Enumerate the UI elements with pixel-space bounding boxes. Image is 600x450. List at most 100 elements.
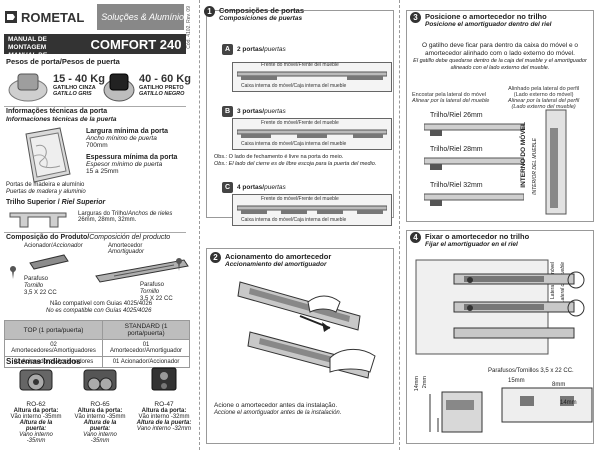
step1-title: Composições de portas: [219, 6, 305, 15]
rail-26: Trilho/Riel 26mm: [430, 112, 483, 119]
weight-card-grey: 15 - 40 Kg GATILHO CINZA GATILLO GRIS: [6, 66, 105, 104]
system-height-value: Vão interno -35mm: [74, 414, 126, 420]
composition-b-diagram: Frente do móvel/Frente del mueble Caixa …: [232, 118, 392, 150]
inside-label: Caixa interna do móvel/Caja interna del …: [241, 83, 347, 89]
damper-label: Amortecedor Amortiguador: [108, 243, 144, 255]
rail-c-icon: [237, 205, 387, 214]
material-text: Portas de madeira e alumínio: [6, 182, 85, 188]
inside-label: Caixa interna do móvel/Caja interna del …: [241, 217, 347, 223]
system-height-label: Altura da porta:: [77, 408, 123, 414]
interior-label-es-text: INTERIOR DEL MUEBLE: [532, 138, 538, 195]
step2-note-es: Accione el amortiguador antes de la inst…: [214, 410, 342, 416]
front-label: Frente do móvel/Frente del mueble: [261, 120, 339, 126]
fixing-illustration: [415, 259, 585, 355]
system-height-value-es: Vano interno -32mm: [136, 426, 192, 432]
screw1-label-pt: Parafuso: [24, 276, 49, 282]
rail-28: Trilho/Riel 28mm: [430, 146, 483, 153]
rail-widths-label: Larguras do Trilho/: [78, 211, 129, 217]
actuator-label-es: Accionador: [52, 243, 83, 249]
systems-title: Sistemas Indicados: [6, 357, 81, 366]
system-height-value-es: Vano interno -35mm: [19, 432, 53, 444]
left-align-label-es: Alinear por la lateral del mueble: [412, 98, 490, 104]
composition-b-text-es: puertas: [264, 108, 286, 115]
step4-title: Fixar o amortecedor no trilho: [425, 232, 530, 241]
system-height-value: Vão interno -35mm: [10, 414, 62, 420]
manual-title: MANUAL DE MONTAGEM MANUAL DE INSTALACIÓN: [4, 34, 86, 67]
right-align-label-pt: Alinhado pela lateral do perfil: [508, 86, 580, 92]
actuator-label-pt: Acionador/: [24, 243, 53, 249]
obs-note-es: Obs.: El lado del cierre es de libre esc…: [214, 161, 377, 167]
screw2-label-pt: Parafuso: [140, 282, 165, 288]
table-header-row: TOP (1 porta/puerta) STANDARD (1 porta/p…: [3, 320, 190, 340]
weight-card-black: 40 - 60 Kg GATILHO PRETO GATILLO NEGRO: [102, 66, 191, 104]
weight-label-black: GATILHO PRETO: [139, 85, 184, 91]
tech-title-es: Informaciones técnicas de la puerta: [6, 116, 117, 123]
roller-ro65-icon: [83, 369, 117, 391]
rail-widths: Larguras do Trilho/Anchos de rieles 26mm…: [78, 211, 190, 223]
screw2-label-es: Tornillo: [140, 289, 160, 295]
step2-header: 2 Acionamento do amortecedor Accionamien…: [210, 252, 331, 268]
front-label: Frente do móvel/Frente del mueble: [261, 62, 339, 68]
rail-a-icon: [237, 71, 387, 80]
column-left: ROMETAL Soluções & Alumínio Cód. 4102. R…: [0, 0, 200, 450]
rail-profile-icon: [9, 212, 67, 228]
interior-label-pt: INTERNO DO MÓVEL: [520, 122, 527, 188]
step-number: 3: [410, 12, 421, 23]
right-align-label-es: Alinear por la lateral del perfil: [508, 98, 580, 104]
rometal-logo-icon: [5, 11, 17, 23]
obs-note: Obs.: O lado de fechamento é livre na po…: [214, 154, 344, 160]
right-align-label: Alinhado pela lateral do perfil (Lado ex…: [508, 86, 579, 110]
step3-frame: [406, 10, 594, 222]
divider: [4, 106, 186, 107]
material-text-es: Puertas de madera y aluminio: [6, 189, 86, 195]
composition-c-diagram: Frente do móvel/Frente del mueble Caixa …: [232, 194, 392, 226]
step3-title-es: Posicione el amortiguador dentro del rie…: [425, 21, 552, 28]
step1-header: 1 Composições de portas Composiciones de…: [204, 6, 304, 22]
product-name: COMFORT 240: [90, 36, 182, 52]
screw-icon: [176, 258, 182, 271]
thickness-value: 15 a 25mm: [86, 168, 119, 175]
column-middle: 1 Composições de portas Composiciones de…: [200, 0, 400, 450]
system-height-label-es: Altura de la puerta:: [136, 420, 192, 426]
step2-note: Acione o amortecedor antes da instalação…: [214, 402, 338, 409]
min-width-label-es: Ancho mínimo de puerta: [86, 135, 157, 142]
dim-2mm: 2mm: [422, 376, 430, 396]
composition-title-pt: Composição do Produto/: [6, 234, 90, 241]
grey-trigger-icon: [8, 73, 48, 102]
step-number: 1: [204, 6, 215, 17]
letter-c: C: [222, 182, 233, 193]
door-illustration-icon: [25, 127, 71, 183]
screws-label: Parafusos/Tornillos 3,5 x 22 CC.: [488, 368, 574, 374]
brand-header: ROMETAL Soluções & Alumínio: [4, 4, 184, 30]
screw2-label: Parafuso Tornillo 3,5 X 22 CC: [140, 282, 173, 303]
compat-note-es: No es compatible con Guías 4025/4026: [46, 308, 152, 314]
table-cell: 02 Acionadores/Accionadores: [3, 356, 104, 368]
rail-title-pt: Trilho Superior: [6, 199, 56, 206]
system-code: RO-62: [26, 401, 46, 408]
dim-14mm-right: 14mm: [560, 400, 577, 406]
doc-code: Cód. 4102. Rev. 09: [186, 6, 192, 49]
column-divider: [199, 0, 200, 450]
table-header-standard: STANDARD (1 porta/puerta): [102, 320, 190, 340]
min-width-block: Largura mínima da porta Ancho mínimo de …: [86, 128, 190, 149]
composition-c-text-pt: 4 portas/: [237, 184, 265, 191]
dimension-detail-illustration: [429, 387, 593, 433]
rail-32: Trilho/Riel 32mm: [430, 182, 483, 189]
dim-14mm-left-text: 14mm: [414, 376, 420, 392]
step4-header: 4 Fixar o amortecedor no trilho Fijar el…: [410, 232, 529, 248]
step4-frame: [406, 230, 594, 444]
roller-ro62-icon: [19, 369, 53, 391]
dim-8mm: 8mm: [552, 382, 566, 388]
weight-label-grey-es: GATILLO GRIS: [53, 91, 92, 97]
rail-32-icon: [424, 193, 524, 206]
system-height-label-es: Altura de la puerta:: [19, 420, 53, 432]
composition-a-diagram: Frente do móvel/Frente del mueble Caixa …: [232, 62, 392, 92]
rail-b-icon: [237, 129, 387, 138]
rail-widths-value: 26mm, 28mm, 32mm.: [78, 217, 137, 223]
actuator-label: Acionador/Accionador: [24, 243, 83, 249]
brand-logo: ROMETAL: [4, 4, 98, 30]
rail-widths-label-es: Anchos de rieles: [128, 211, 173, 217]
letter-b: B: [222, 106, 233, 117]
thickness-label: Espessura mínima da porta: [86, 154, 178, 161]
right-align-mid-es: (Lado externo del mueble): [511, 104, 576, 110]
